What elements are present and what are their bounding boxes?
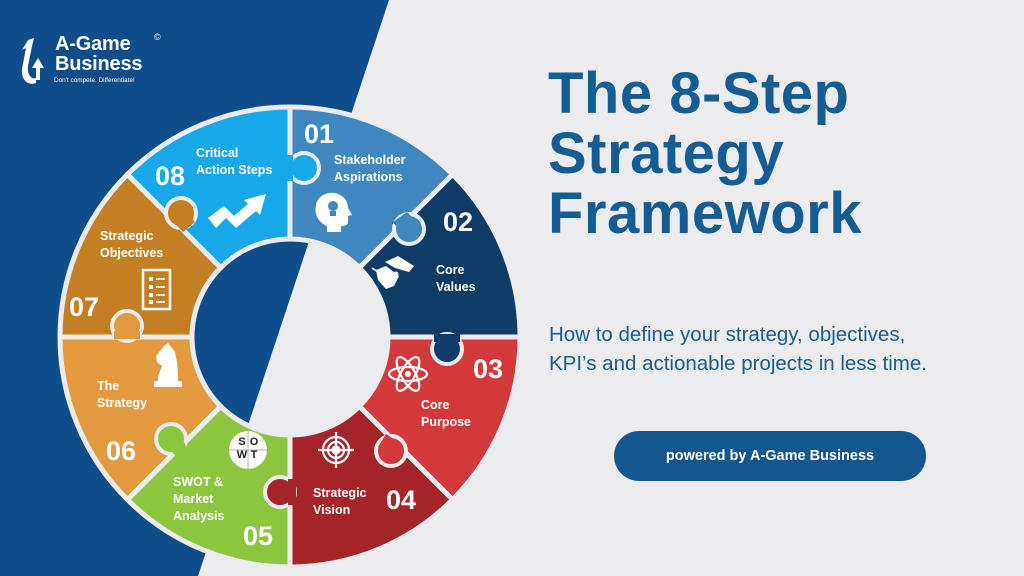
step-01-label-line1: Stakeholder bbox=[334, 153, 406, 167]
step-04-label-line1: Strategic bbox=[313, 486, 367, 500]
title-line2: Strategy bbox=[548, 121, 785, 186]
step-04-label-line2: Vision bbox=[313, 503, 351, 517]
step-01-number: 01 bbox=[304, 119, 335, 149]
step-03-number: 03 bbox=[473, 354, 504, 384]
segment-02 bbox=[356, 171, 523, 340]
step-06-number: 06 bbox=[106, 436, 137, 466]
step-02-number: 02 bbox=[443, 207, 474, 237]
step-08-label-line2: Action Steps bbox=[196, 163, 273, 177]
trend-arrow-icon bbox=[208, 194, 266, 228]
step-03-label: Core Purpose bbox=[421, 397, 471, 431]
subtitle-line2: KPI’s and actionable projects in less ti… bbox=[549, 352, 927, 375]
step-08-number: 08 bbox=[155, 161, 186, 191]
powered-by-button[interactable]: powered by A-Game Business bbox=[614, 431, 926, 481]
swot-icon bbox=[229, 431, 267, 469]
step-05-label-line1: SWOT & bbox=[173, 475, 223, 489]
copyright-mark: © bbox=[154, 32, 161, 42]
powered-by-label: powered by A-Game Business bbox=[665, 448, 875, 464]
brand-name-line1: A-Game bbox=[55, 33, 131, 55]
tab-08 bbox=[287, 151, 321, 185]
step-03-label-line2: Purpose bbox=[421, 415, 472, 429]
step-07-label-line2: Objectives bbox=[100, 246, 164, 260]
subtitle-line1: How to define your strategy, objectives, bbox=[549, 323, 906, 346]
brand-name: A-Game Business bbox=[55, 33, 143, 75]
brand-tagline: Don't compete. Differentiate! bbox=[54, 77, 135, 84]
step-02-label-line1: Core bbox=[436, 263, 465, 277]
segment-04 bbox=[287, 403, 456, 570]
segment-07 bbox=[57, 171, 224, 340]
swot-s: S bbox=[238, 436, 246, 448]
chess-knight-icon bbox=[154, 343, 182, 387]
step-05-label-line2: Market bbox=[173, 492, 214, 506]
step-03-label-line1: Core bbox=[421, 398, 450, 412]
step-05-label: SWOT & Market Analysis bbox=[173, 474, 224, 525]
step-02-label-line2: Values bbox=[436, 280, 476, 294]
swot-w: W bbox=[236, 449, 248, 461]
swot-o: O bbox=[249, 436, 259, 448]
step-06-label: The Strategy bbox=[97, 378, 147, 412]
segment-06 bbox=[57, 334, 224, 503]
swot-t: T bbox=[250, 449, 258, 461]
step-05-label-line3: Analysis bbox=[173, 509, 225, 523]
title-line1: The 8-Step bbox=[548, 61, 850, 126]
step-08-label: Critical Action Steps bbox=[196, 145, 272, 179]
step-08-label-line1: Critical bbox=[196, 146, 239, 160]
step-02-label: Core Values bbox=[436, 262, 476, 296]
head-lightbulb-icon bbox=[315, 192, 352, 232]
step-01-label-line2: Aspirations bbox=[334, 170, 403, 184]
target-icon bbox=[318, 432, 354, 468]
step-01-label: Stakeholder Aspirations bbox=[334, 152, 406, 186]
step-07-number: 07 bbox=[69, 292, 100, 322]
step-07-label-line1: Strategic bbox=[100, 229, 154, 243]
step-06-label-line1: The bbox=[97, 379, 120, 393]
checklist-icon bbox=[141, 268, 172, 311]
brand-name-line2: Business bbox=[55, 53, 143, 75]
brand-logo: A-Game Business © Don't compete. Differe… bbox=[18, 32, 178, 94]
logo-mark-icon bbox=[21, 38, 44, 84]
step-04-label: Strategic Vision bbox=[313, 485, 367, 519]
atom-icon bbox=[387, 356, 429, 392]
step-06-label-line2: Strategy bbox=[97, 396, 148, 410]
page-title: The 8-Step Strategy Framework bbox=[548, 64, 862, 244]
step-05-number: 05 bbox=[243, 521, 274, 551]
step-04-number: 04 bbox=[386, 485, 417, 515]
handshake-icon bbox=[371, 256, 414, 289]
segment-08 bbox=[124, 104, 293, 271]
title-line3: Framework bbox=[548, 181, 862, 246]
step-07-label: Strategic Objectives bbox=[100, 228, 163, 262]
subtitle: How to define your strategy, objectives,… bbox=[549, 320, 927, 378]
